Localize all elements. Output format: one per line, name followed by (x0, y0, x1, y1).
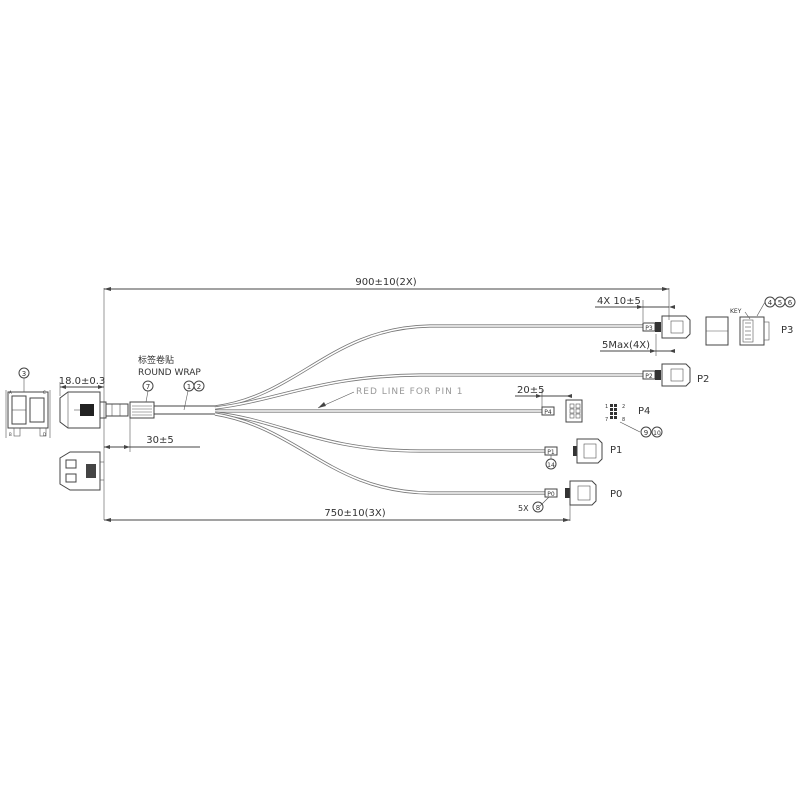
svg-text:B: B (9, 432, 12, 437)
svg-text:8: 8 (622, 417, 625, 423)
p1-label: P1 (610, 445, 622, 456)
balloon-2: 2 (193, 380, 205, 392)
balloon-10: 10 (651, 426, 663, 438)
balloon-14: 14 (545, 455, 557, 470)
label-offset-text: 30±5 (146, 435, 173, 446)
svg-text:5: 5 (778, 299, 782, 307)
label-sleeve (129, 401, 155, 419)
svg-text:D: D (43, 432, 46, 437)
label-offset-dimension: 30±5 (104, 418, 200, 452)
balloon-5: 5 (774, 296, 786, 308)
svg-text:3: 3 (22, 370, 26, 378)
overall-length-dimension: 900±10(2X) (103, 277, 670, 520)
svg-text:9: 9 (644, 429, 648, 437)
svg-text:2: 2 (197, 383, 201, 391)
p4-breakout-dimension: 20±5 (515, 385, 572, 408)
svg-text:14: 14 (547, 462, 555, 469)
five-x-label: 5X (518, 504, 529, 513)
balloon-7: 7 (142, 380, 154, 403)
round-wrap-label: ROUND WRAP (138, 368, 201, 378)
overall-length-label: 900±10(2X) (355, 277, 416, 288)
p2-max-dimension: 5Max(4X) (600, 334, 675, 356)
svg-text:1: 1 (187, 383, 191, 391)
p3-breakout-dimension: 4X 10±5 (595, 296, 675, 322)
svg-text:8: 8 (536, 504, 540, 512)
balloon-9: 9 (619, 421, 652, 438)
red-line-annotation: RED LINE FOR PIN 1 (317, 387, 463, 409)
key-label: KEY (730, 308, 742, 315)
label-wrap-cn: 标签卷贴 (138, 354, 174, 366)
svg-text:P1: P1 (547, 449, 555, 456)
short-length-dimension: 750±10(3X) (104, 500, 571, 522)
p3-breakout-label: 4X 10±5 (597, 296, 641, 307)
balloon-6: 6 (784, 296, 796, 308)
main-connector (59, 391, 129, 429)
connector-length-label: 18.0±0.3 (59, 376, 106, 387)
connector-top-view (59, 451, 104, 491)
red-line-label: RED LINE FOR PIN 1 (356, 387, 463, 397)
svg-text:A: A (9, 390, 12, 395)
p0-connector: P0 (544, 480, 597, 506)
svg-text:P4: P4 (544, 409, 552, 416)
p2-label: P2 (697, 374, 709, 385)
svg-text:1: 1 (605, 404, 608, 410)
svg-text:P0: P0 (547, 491, 555, 498)
p4-label: P4 (638, 406, 650, 417)
short-length-label: 750±10(3X) (324, 508, 385, 519)
svg-text:P3: P3 (645, 325, 653, 332)
svg-text:4: 4 (768, 299, 773, 307)
p3-detail-views (705, 316, 770, 346)
p0-label: P0 (610, 489, 622, 500)
p4-pinout: 1 2 7 8 (605, 404, 625, 423)
balloon-8: 8 (532, 496, 550, 513)
balloon-3: 3 (18, 367, 30, 392)
p3-connector: P3 (642, 315, 691, 339)
p4-connector: P4 (541, 399, 583, 423)
svg-text:10: 10 (653, 430, 661, 437)
svg-text:6: 6 (788, 299, 793, 307)
p4-breakout-label: 20±5 (517, 385, 544, 396)
balloon-1: 1 (183, 380, 195, 392)
cable-bundle (154, 405, 215, 415)
svg-text:2: 2 (622, 404, 625, 410)
connector-length-dimension: 18.0±0.3 (59, 376, 106, 396)
p3-label: P3 (781, 325, 793, 336)
connector-end-view: A B C D (5, 390, 51, 438)
svg-text:7: 7 (605, 417, 608, 423)
cable-branches (214, 324, 643, 495)
svg-text:P2: P2 (645, 373, 653, 380)
balloon-4: 4 (764, 296, 776, 308)
svg-text:7: 7 (146, 383, 150, 391)
p2-connector: P2 (642, 363, 691, 387)
p2-max-label: 5Max(4X) (602, 340, 650, 351)
svg-text:C: C (43, 390, 46, 395)
